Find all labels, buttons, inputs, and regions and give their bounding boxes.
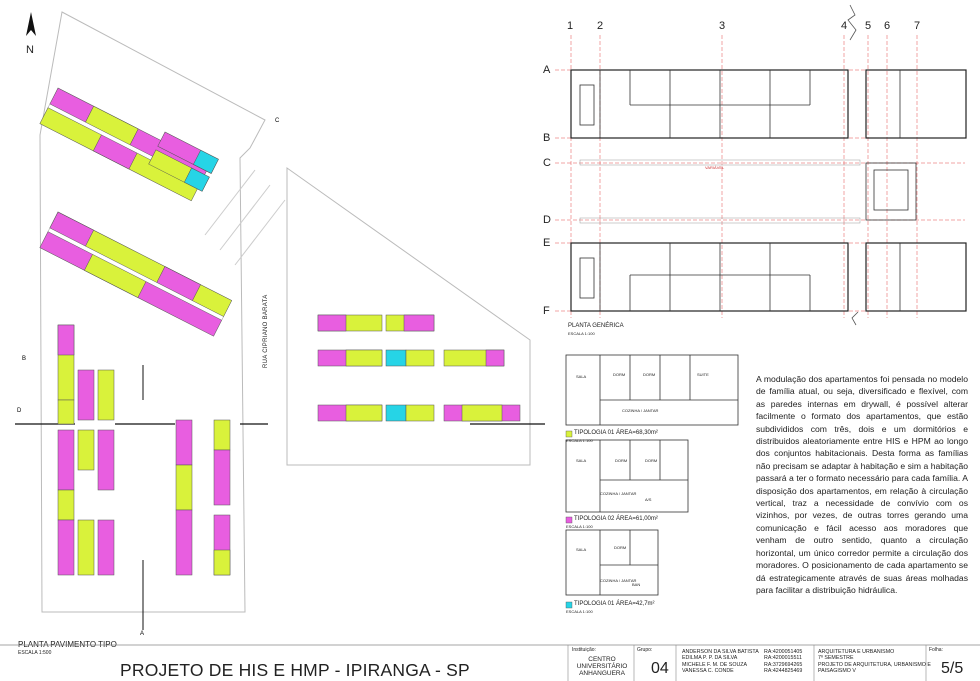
tower-vertical-2 xyxy=(175,419,231,576)
description-text: A modulação dos apartamentos foi pensada… xyxy=(756,374,968,595)
generic-plan-drawing xyxy=(555,4,967,326)
institution-line-1: CENTRO xyxy=(588,656,616,663)
site-parcel-left xyxy=(39,11,266,613)
site-plan-title: PLANTA PAVIMENTO TIPO xyxy=(18,640,117,649)
generic-plan-scale: ESCALA 1:100 xyxy=(568,331,595,336)
room-cozinha-2: COZINHA / JANTAR xyxy=(600,491,637,496)
grid-col-2: 2 xyxy=(597,20,604,32)
north-label: N xyxy=(26,44,34,56)
grid-col-3: 3 xyxy=(719,20,726,32)
room-suite-1: SUITE xyxy=(697,372,709,377)
course-line-1: ARQUITETURA E URBANISMO xyxy=(818,649,895,655)
typology-1-swatch xyxy=(565,430,573,438)
institution-caption: Instituição: xyxy=(572,647,596,653)
grid-row-d: D xyxy=(543,214,551,226)
grid-row-b: B xyxy=(543,132,551,144)
tower-horizontal-1 xyxy=(317,314,505,367)
room-cozinha-1: COZINHA / JANTAR xyxy=(622,408,659,413)
typologies-drawing xyxy=(565,354,739,609)
generic-plan-title: PLANTA GENÉRICA xyxy=(568,323,624,329)
tower-diagonal-1b xyxy=(148,131,219,192)
room-dorm-3: DORM xyxy=(615,458,628,463)
institution-line-3: ANHANGUERA xyxy=(579,670,625,677)
tower-diagonal-2 xyxy=(39,211,233,337)
grid-col-4: 4 xyxy=(841,20,848,32)
grid-row-e: E xyxy=(543,237,551,249)
course-line-2: 7º SEMESTRE xyxy=(818,655,854,662)
svg-text:D: D xyxy=(17,408,22,414)
tower-vertical-1 xyxy=(57,324,115,576)
room-dorm-1: DORM xyxy=(613,372,626,377)
grid-col-1: 1 xyxy=(567,20,574,32)
grid-col-7: 7 xyxy=(914,20,921,32)
site-parcel-right xyxy=(286,167,531,466)
grid-row-a: A xyxy=(543,64,551,76)
site-plan-drawing: A B D C xyxy=(15,11,545,637)
corridor-label: VARIÁVEL xyxy=(705,165,725,170)
group-number: 04 xyxy=(651,660,669,677)
room-sala-3: SALA xyxy=(576,547,587,552)
typology-3-label: TIPOLOGIA 01 ÁREA=42,7m² xyxy=(574,601,655,607)
svg-text:C: C xyxy=(275,118,280,124)
typology-2-label: TIPOLOGIA 02 ÁREA=61,00m² xyxy=(574,516,658,522)
grid-col-6: 6 xyxy=(884,20,891,32)
group-caption: Grupo: xyxy=(637,647,653,653)
course-info: ARQUITETURA E URBANISMO 7º SEMESTRE PROJ… xyxy=(818,649,931,675)
room-as-2: A/S xyxy=(645,497,652,502)
room-ban-3: BAN xyxy=(632,582,641,587)
room-dorm-5: DORM xyxy=(614,545,627,550)
room-dorm-2: DORM xyxy=(643,372,656,377)
room-cozinha-3: COZINHA / JANTAR xyxy=(600,578,637,583)
project-title: PROJETO DE HIS E HMP - IPIRANGA - SP xyxy=(120,660,470,680)
institution-line-2: UNIVERSITÁRIO xyxy=(576,663,628,670)
sheet-caption: Folha: xyxy=(929,647,943,653)
typology-2-swatch xyxy=(565,516,573,524)
grid-row-f: F xyxy=(543,305,550,317)
svg-text:B: B xyxy=(22,356,26,362)
typology-2-scale: ESCALA 1:100 xyxy=(566,524,593,529)
tower-horizontal-2 xyxy=(317,404,521,422)
site-plan-scale: ESCALA 1:500 xyxy=(18,650,52,656)
room-dorm-4: DORM xyxy=(645,458,658,463)
room-sala-2: SALA xyxy=(576,458,587,463)
room-sala-1: SALA xyxy=(576,374,587,379)
sheet-number: 5/5 xyxy=(941,660,964,677)
north-arrow-icon xyxy=(26,12,36,36)
course-line-3: PROJETO DE ARQUITETURA, URBANISMO E xyxy=(818,661,931,668)
grid-row-c: C xyxy=(543,157,551,169)
typology-1-scale: ESCALA 1:100 xyxy=(566,438,593,443)
typology-3-scale: ESCALA 1:100 xyxy=(566,609,593,614)
typology-3-swatch xyxy=(565,601,573,609)
grid-col-5: 5 xyxy=(865,20,872,32)
institution-name: CENTRO UNIVERSITÁRIO ANHANGUERA xyxy=(574,656,630,677)
svg-text:A: A xyxy=(140,631,144,637)
typology-1-label: TIPOLOGIA 01 ÁREA=68,30m² xyxy=(574,430,658,436)
course-line-4: PAISAGISMO V xyxy=(818,668,856,675)
